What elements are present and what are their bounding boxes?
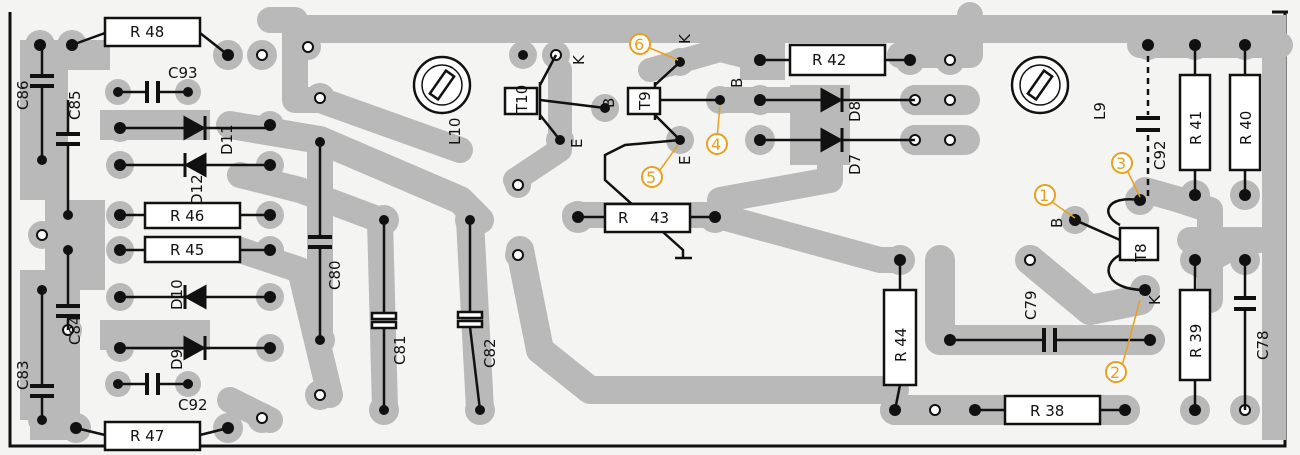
label-c92b: C92 <box>1151 140 1169 170</box>
component-wires <box>40 31 1247 437</box>
label-r46: R 46 <box>170 207 204 225</box>
transistor-t10 <box>503 86 539 116</box>
marker-3: 3 <box>1111 152 1133 174</box>
label-r48: R 48 <box>130 23 164 41</box>
label-r42: R 42 <box>812 51 846 69</box>
marker-5: 5 <box>641 166 663 188</box>
transistor-t9 <box>626 86 662 116</box>
label-r44: R 44 <box>892 328 910 362</box>
label-t10-k: K <box>570 54 588 65</box>
resistor-r38 <box>1003 394 1102 426</box>
resistor-r45 <box>143 235 242 264</box>
label-t10: T10 <box>513 85 531 114</box>
label-c85: C85 <box>66 90 84 120</box>
label-c86: C86 <box>14 80 32 110</box>
diodes <box>183 87 844 361</box>
svg-text:5: 5 <box>646 168 656 187</box>
label-t10-b: B <box>600 98 618 108</box>
label-l10: L10 <box>446 118 464 145</box>
label-r43b: 43 <box>650 209 669 227</box>
svg-text:1: 1 <box>1039 186 1049 205</box>
label-c83: C83 <box>14 360 32 390</box>
label-r45: R 45 <box>170 241 204 259</box>
label-l9: L9 <box>1091 102 1109 120</box>
marker-1: 1 <box>1034 184 1056 206</box>
numbered-markers: 1 2 3 4 5 6 <box>629 33 1133 383</box>
transistors <box>503 86 1160 262</box>
transistor-t8 <box>1118 226 1160 262</box>
label-r40: R 40 <box>1237 111 1255 145</box>
label-c84: C84 <box>66 315 84 345</box>
label-d10: D10 <box>168 279 186 310</box>
marker-2: 2 <box>1105 361 1127 383</box>
label-r43a: R <box>618 209 628 227</box>
resistor-r44 <box>882 288 918 387</box>
resistor-r46 <box>143 201 242 230</box>
label-r38: R 38 <box>1030 402 1064 420</box>
label-r41: R 41 <box>1187 111 1205 145</box>
label-d9: D9 <box>168 349 186 370</box>
resistor-r42 <box>788 43 887 77</box>
label-t9-e: E <box>676 156 694 165</box>
label-t8-k: K <box>1146 294 1164 305</box>
label-c80: C80 <box>326 260 344 290</box>
marker-4: 4 <box>706 133 728 155</box>
svg-text:2: 2 <box>1110 363 1120 382</box>
coils <box>412 55 1070 115</box>
resistor-r43 <box>603 202 692 234</box>
svg-text:3: 3 <box>1116 154 1126 173</box>
label-c78: C78 <box>1254 330 1272 360</box>
label-r47: R 47 <box>130 427 164 445</box>
resistor-r39 <box>1178 288 1212 382</box>
resistor-r41 <box>1178 73 1212 172</box>
svg-text:6: 6 <box>634 35 644 54</box>
label-t9-b: B <box>728 78 746 88</box>
label-c79: C79 <box>1022 290 1040 320</box>
label-t8-b: B <box>1048 218 1066 228</box>
label-d8: D8 <box>846 101 864 122</box>
label-d12: D12 <box>188 174 206 205</box>
label-t9: T9 <box>636 91 654 111</box>
label-r39: R 39 <box>1187 324 1205 358</box>
svg-text:4: 4 <box>711 135 721 154</box>
label-c82: C82 <box>481 338 499 368</box>
label-c93: C93 <box>168 64 198 82</box>
label-c81: C81 <box>391 335 409 365</box>
label-t9-k: K <box>676 33 694 44</box>
label-c92a: C92 <box>178 396 208 414</box>
resistor-r48 <box>103 16 202 48</box>
label-d11: D11 <box>218 124 236 155</box>
electrolytic-capacitors <box>370 310 484 330</box>
label-t10-e: E <box>568 139 586 148</box>
label-d7: D7 <box>846 154 864 175</box>
component-labels: R 48 R 47 R 46 R 45 R 43 R 42 R 38 R 41 … <box>14 23 1272 445</box>
label-t8: T8 <box>1132 243 1150 263</box>
resistor-r40 <box>1228 73 1262 172</box>
resistors <box>103 16 1262 452</box>
resistor-r47 <box>103 420 202 452</box>
capacitors <box>30 74 1256 398</box>
marker-6: 6 <box>629 33 651 55</box>
